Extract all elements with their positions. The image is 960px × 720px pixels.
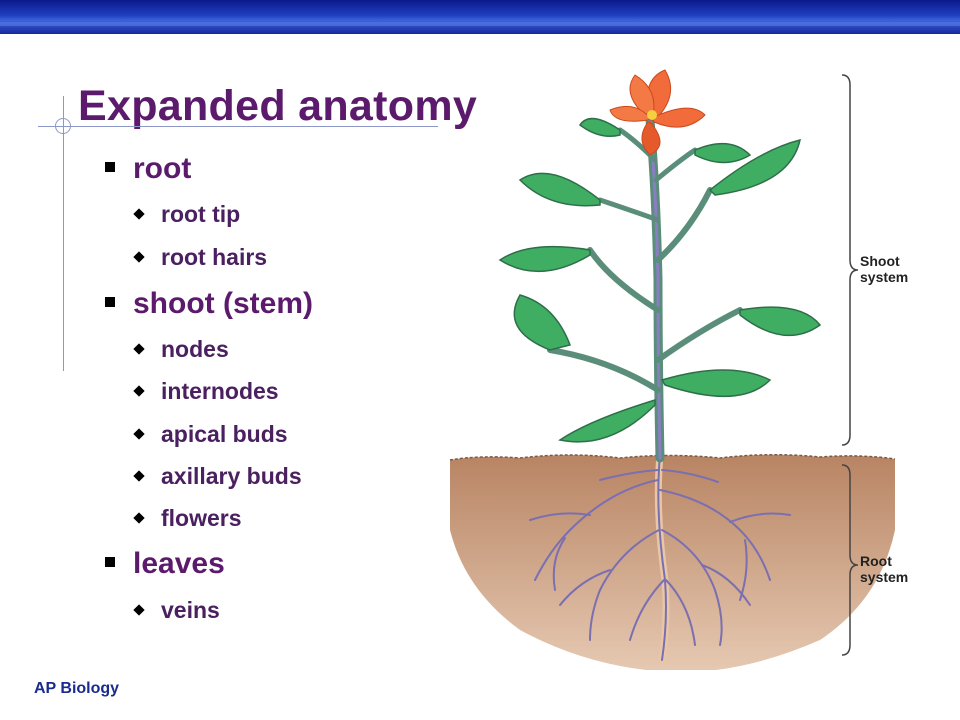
subbullet-root-tip: root tip	[133, 201, 241, 228]
header-stripe	[0, 22, 960, 26]
leaf	[498, 245, 591, 273]
square-bullet-icon	[105, 162, 115, 173]
subbullet-internodes: internodes	[133, 378, 279, 405]
subbullet-text: root tip	[161, 201, 241, 227]
diamond-bullet-icon	[133, 251, 145, 263]
title-rule	[38, 126, 438, 127]
subbullet-text: root hairs	[161, 244, 268, 270]
subbullet-axillary-buds: axillary buds	[133, 463, 302, 490]
margin-rule	[63, 96, 64, 371]
leaf	[518, 172, 601, 207]
diamond-bullet-icon	[133, 208, 145, 220]
diamond-bullet-icon	[133, 512, 145, 524]
diamond-bullet-icon	[133, 343, 145, 355]
leaf	[739, 306, 822, 337]
root-system	[529, 451, 791, 664]
diamond-bullet-icon	[133, 428, 145, 440]
root-label-line2: system	[860, 569, 908, 585]
subbullet-nodes: nodes	[133, 336, 229, 363]
plant-diagram: Shoot system Root system	[449, 69, 908, 670]
header-band	[0, 0, 960, 34]
leaf	[558, 398, 656, 443]
subbullet-text: nodes	[161, 336, 229, 362]
diamond-bullet-icon	[133, 604, 145, 616]
subbullet-root-hairs: root hairs	[133, 244, 268, 271]
bullet-root: root	[105, 152, 191, 186]
subbullet-text: axillary buds	[161, 463, 302, 489]
root-bracket	[841, 464, 859, 656]
bullet-text: root	[133, 152, 192, 185]
square-bullet-icon	[105, 297, 115, 308]
slide-title: Expanded anatomy	[78, 82, 478, 130]
leaf	[578, 117, 621, 137]
flower-icon	[609, 69, 706, 156]
leaf	[708, 138, 801, 196]
subbullet-text: apical buds	[161, 421, 288, 447]
soil-region	[450, 454, 895, 670]
shoot-label-line1: Shoot	[860, 253, 900, 269]
square-bullet-icon	[105, 557, 115, 568]
shoot-bracket	[841, 74, 859, 446]
subbullet-text: flowers	[161, 505, 242, 531]
subbullet-flowers: flowers	[133, 505, 242, 532]
footer-course-label: AP Biology	[34, 680, 120, 697]
bullet-leaves: leaves	[105, 547, 225, 581]
subbullet-text: internodes	[161, 378, 279, 404]
bullet-shoot: shoot (stem)	[105, 287, 313, 321]
diamond-bullet-icon	[133, 470, 145, 482]
subbullet-veins: veins	[133, 597, 220, 624]
soil-surface	[449, 453, 896, 461]
subbullet-text: veins	[161, 597, 220, 623]
bullet-text: shoot (stem)	[133, 287, 313, 320]
leaves	[498, 117, 822, 443]
subbullet-apical-buds: apical buds	[133, 421, 288, 448]
shoot-label-line2: system	[860, 269, 908, 285]
leaf	[513, 294, 571, 351]
bullet-text: leaves	[133, 547, 225, 580]
root-label-line1: Root	[860, 553, 892, 569]
leaf	[694, 142, 752, 164]
crosshair-ornament	[55, 118, 71, 134]
diamond-bullet-icon	[133, 385, 145, 397]
stem	[547, 115, 743, 463]
leaf	[660, 369, 772, 398]
